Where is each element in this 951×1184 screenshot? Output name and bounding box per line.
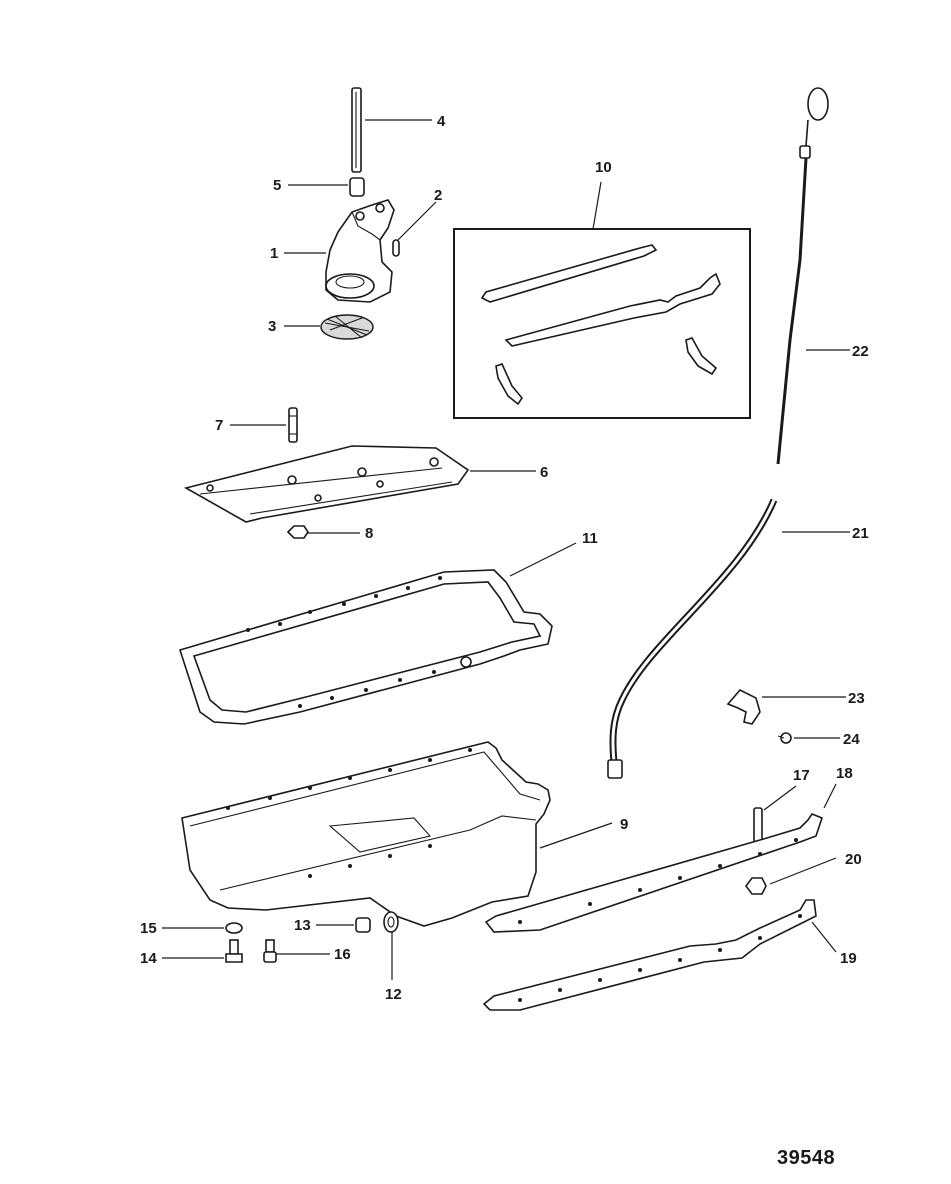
callout-3: 3 [268,318,276,335]
oil-pump [325,199,395,303]
callout-14: 14 [140,950,157,967]
callout-23: 23 [848,690,865,707]
callout-18: 18 [836,765,853,782]
dipstick-tube [607,498,778,779]
callout-1: 1 [270,245,278,262]
callout-13: 13 [294,917,311,934]
callout-17: 17 [793,767,810,784]
callout-15: 15 [140,920,157,937]
side-gasket-18 [484,813,823,933]
nut-20 [745,877,767,895]
callout-19: 19 [840,950,857,967]
side-gasket-19 [482,899,817,1011]
callout-11: 11 [582,530,598,547]
callout-8: 8 [365,525,373,542]
tube-clamp [726,689,761,725]
pump-shaft [351,87,362,173]
drain-plug [355,917,371,933]
bolt-16 [263,939,277,963]
callout-7: 7 [215,417,223,434]
callout-5: 5 [273,177,281,194]
bolt-14 [225,939,243,963]
callout-6: 6 [540,464,548,481]
shaft-sleeve [349,177,365,197]
callout-2: 2 [434,187,442,204]
pump-screen [320,314,374,340]
pump-pin [392,239,400,257]
washer-15 [225,922,243,934]
oil-baffle [183,445,470,523]
pan-gasket [178,569,553,725]
callout-21: 21 [852,525,869,542]
callout-4: 4 [437,113,446,130]
callout-20: 20 [845,851,862,868]
callout-12: 12 [385,986,402,1003]
callout-16: 16 [334,946,351,963]
callout-labels: 4 5 2 1 3 10 7 6 8 11 9 21 22 23 24 17 1… [140,113,869,1003]
clamp-screw [777,732,792,744]
dipstick [776,87,829,465]
callout-9: 9 [620,816,628,833]
baffle-stud [288,407,298,443]
leader-lines [162,119,850,980]
callout-22: 22 [852,343,869,360]
baffle-nut [286,525,309,539]
gasket-kit [453,228,751,419]
drain-washer [383,911,399,933]
drawing-number: 39548 [777,1147,836,1169]
oil-pan [181,741,551,927]
stud-17 [753,807,763,843]
callout-10: 10 [595,159,612,176]
callout-24: 24 [843,731,860,748]
